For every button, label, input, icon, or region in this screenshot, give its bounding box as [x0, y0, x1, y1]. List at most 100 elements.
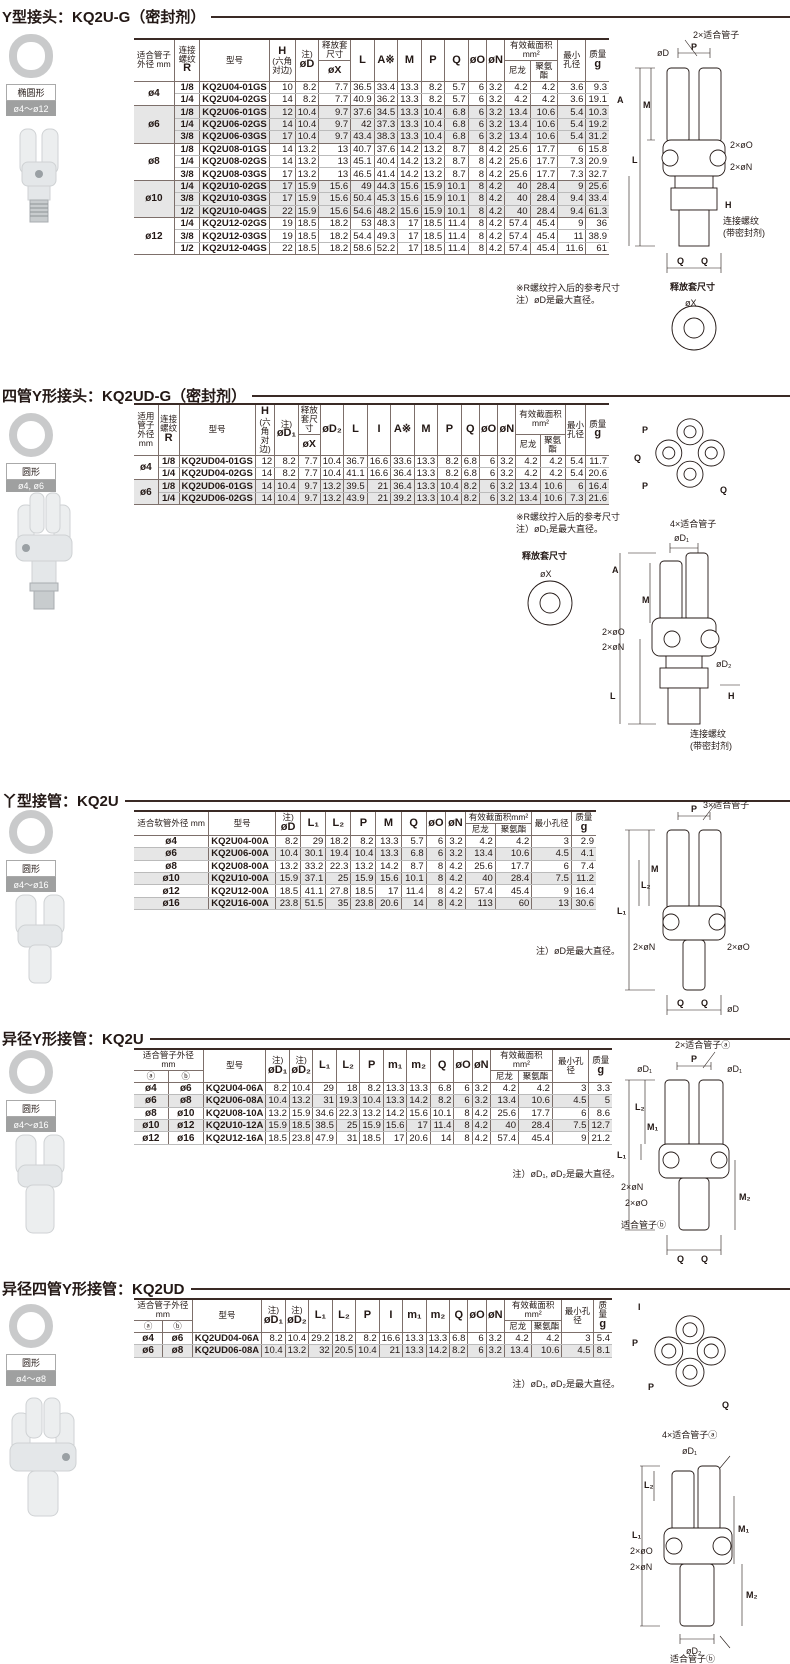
cell-value: 18.2 [318, 242, 352, 256]
cell-value: 28.4 [529, 180, 559, 194]
shape-indicator: 圆形 ø4～ø8 [6, 1304, 56, 1386]
cell-value: 10.4 [437, 492, 462, 506]
header-text: 型号 [208, 424, 226, 435]
header-symbol: øD₂ [287, 1313, 307, 1326]
tube-size: ø6 [134, 1094, 169, 1108]
cell-value: 10.6 [529, 118, 559, 132]
cell-value: 40 [489, 1119, 519, 1133]
header-symbol: øO [469, 53, 485, 66]
label: øD₁ [682, 1446, 697, 1456]
cell-value: 25.6 [504, 155, 531, 169]
thread-size: 1/8 [173, 81, 201, 95]
cell-value: 8.2 [420, 81, 446, 95]
cell-value: 13.3 [397, 130, 422, 144]
shape-label: 椭圆形 [6, 84, 56, 101]
cell-value: 3.2 [497, 479, 517, 493]
cell-value: 6 [467, 81, 488, 95]
thread-size: 1/8 [157, 479, 180, 493]
header-symbol: M [404, 53, 415, 66]
table-notes: 注）øD是最大直径。 [536, 945, 620, 957]
cell-value: 10.1 [444, 192, 469, 206]
cell-value: 3.6 [557, 81, 587, 95]
label: 2×øO [730, 140, 753, 150]
note: ※R螺纹拧入后的参考尺寸 [515, 512, 620, 522]
label: M [643, 100, 651, 110]
column-header: 型号 [208, 811, 277, 836]
cell-value: 18.5 [265, 1131, 290, 1145]
tube-size: ø10 [134, 1119, 169, 1133]
cell-value: 10.4 [288, 1082, 314, 1096]
cell-value: 6 [467, 130, 488, 144]
cell-value: 5.4 [557, 130, 587, 144]
cell-value: 8.2 [420, 93, 446, 107]
cell-value: 61.3 [585, 205, 609, 219]
cell-value: 5.7 [444, 81, 469, 95]
cell-value: 13 [318, 167, 352, 181]
model-number: KQ2UD04-01GS [178, 455, 256, 469]
cell-value: 39.2 [390, 492, 415, 506]
cell-value: 13.3 [382, 1082, 408, 1096]
label: 2×øO [630, 1546, 653, 1556]
tube-size: ø6 [134, 847, 210, 861]
header-text: 有效截面积mm² [509, 40, 553, 59]
label: 2×øO [727, 942, 750, 952]
cell-value: 10.4 [294, 105, 320, 119]
thread-size: 3/8 [174, 167, 201, 181]
cell-value: 10.6 [494, 847, 533, 861]
column-header: 型号 [202, 1049, 267, 1083]
shape-indicator: 椭圆形 ø4～ø12 [6, 34, 56, 116]
cell-value: 36.2 [373, 93, 399, 107]
label: 2×适合管子 [693, 29, 739, 40]
cell-value: 7.7 [318, 93, 352, 107]
cell-value: 13.2 [275, 860, 302, 874]
cell-value: 3.2 [485, 105, 506, 119]
cell-value: 13.3 [413, 492, 439, 506]
cell-value: 29 [312, 1082, 337, 1096]
label: M [651, 864, 659, 874]
cell-value: 3.2 [485, 93, 506, 107]
column-header: I [366, 404, 392, 456]
header-symbol: L₁ [314, 1309, 327, 1322]
cell-value: 58.6 [350, 242, 375, 256]
cell-value: 8 [453, 1107, 473, 1120]
header-symbol: øN [473, 1059, 489, 1072]
cell-value: 31.2 [585, 130, 609, 144]
cell-value: 51.5 [300, 897, 327, 911]
column-subheader: 聚氨酯 [529, 60, 558, 82]
cell-value: 6 [467, 1344, 487, 1358]
cell-value: 20.6 [585, 467, 609, 481]
model-number: KQ2U04-01GS [199, 81, 270, 95]
header-symbol: P [363, 1309, 372, 1322]
label: Q [677, 1254, 684, 1264]
tube-size: ø6 [162, 1332, 193, 1346]
cell-value: 8.7 [400, 860, 427, 874]
tube-size: ø8 [162, 1344, 193, 1358]
label: øD₁ [727, 1064, 742, 1074]
cell-value: 4.2 [515, 455, 541, 469]
cell-value: 13.2 [284, 1344, 310, 1358]
label: øD [657, 48, 669, 58]
cell-value: 4.2 [529, 93, 559, 107]
tube-size: ø8 [134, 860, 210, 874]
cell-value: 43.9 [343, 492, 368, 506]
column-header: 释放套尺寸 [318, 39, 352, 61]
cell-value: 16.6 [378, 1332, 404, 1346]
column-header: 注)øD [294, 39, 320, 82]
cell-value: 33.6 [390, 455, 415, 469]
cell-value: 7.3 [557, 167, 587, 181]
cell-value: 4.2 [485, 180, 506, 194]
cell-value: 39.5 [343, 479, 368, 493]
cell-value: 25 [335, 1119, 361, 1133]
cell-value: 33.4 [373, 81, 399, 95]
cell-value: 4.2 [515, 467, 541, 481]
model-number: KQ2U06-08A [202, 1094, 267, 1108]
label: L₁ [617, 906, 626, 916]
label: øX [540, 569, 552, 579]
note: 注）øD是最大直径。 [536, 946, 620, 956]
cell-value: 10.6 [539, 492, 566, 506]
column-subheader: 尼龙 [504, 60, 531, 82]
